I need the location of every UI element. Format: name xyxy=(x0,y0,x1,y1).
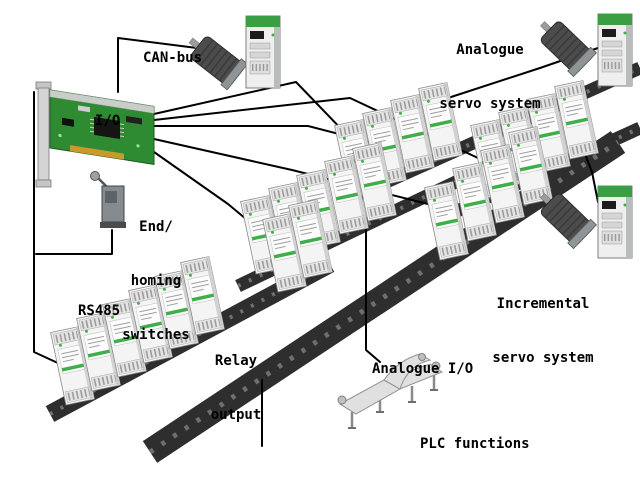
servo-drive xyxy=(246,16,280,88)
label-rs485: RS485 xyxy=(78,303,121,319)
limit-switch xyxy=(90,171,126,228)
io-card xyxy=(35,81,155,188)
label-can-bus: CAN-bus xyxy=(143,50,203,66)
rs485-wire xyxy=(33,91,61,365)
servo-drive xyxy=(598,186,632,258)
label-plc-functions: PLC functions xyxy=(420,436,530,452)
label-relay-output: Relay output xyxy=(210,353,262,423)
switch-roller xyxy=(90,171,100,181)
servo-drive xyxy=(598,14,632,86)
can-bus-wire xyxy=(117,37,198,93)
edge-connector xyxy=(70,145,124,160)
main-chip xyxy=(94,116,120,139)
incremental-servo xyxy=(530,184,632,258)
label-io: I/O xyxy=(95,113,121,129)
label-analogue-servo-system: Analogue servo system xyxy=(439,42,541,112)
label-digital-input: Digital input xyxy=(202,447,312,480)
label-incremental-servo-system: Incremental servo system xyxy=(492,296,594,366)
label-end-homing-switches: End/ homing switches xyxy=(122,219,190,343)
label-analogue-io: Analogue I/O xyxy=(372,361,474,377)
conveyor-illustration xyxy=(337,353,444,429)
switch-wire xyxy=(35,229,113,255)
card-bracket xyxy=(37,87,50,181)
analogue-io-wire xyxy=(365,227,381,363)
